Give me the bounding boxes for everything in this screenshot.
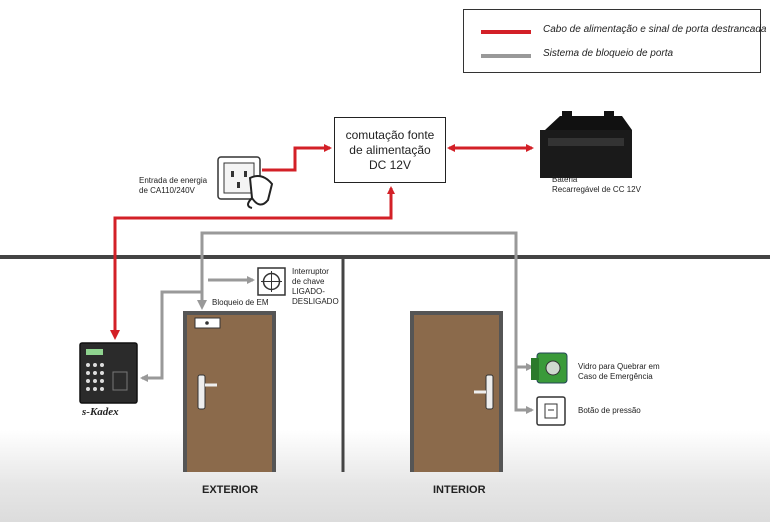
keypad-brand: s-Kadex [82,406,119,418]
floor [0,430,770,522]
legend-label-power: Cabo de alimentação e sinal de porta des… [543,24,767,35]
legend-label-lock: Sistema de bloqueio de porta [543,48,674,59]
wire-to-keypad [140,290,202,382]
break-glass-icon [531,352,568,384]
wire-outlet-to-psu [262,144,332,172]
interior-door [410,311,503,472]
keypad-icon [79,342,138,404]
key-switch-icon [257,267,286,296]
wire-lock-loop [200,231,534,371]
power-input-label: Entrada de energia de CA110/240V [139,176,208,195]
exterior-label: EXTERIOR [202,484,259,496]
wire-to-push-button [514,367,534,414]
psu-line1: comutação fonte [345,127,435,142]
push-button-label: Botão de pressão [578,406,641,415]
em-lock-label: Bloqueio de EM [212,298,269,307]
push-button-icon [536,396,566,426]
psu-line3: DC 12V [368,157,411,172]
key-switch-label: Interruptor de chave LIGADO- DESLIGADO [292,267,339,306]
interior-label: INTERIOR [433,484,486,496]
battery-icon [540,111,632,178]
power-supply-box: comutação fonte de alimentação DC 12V [334,117,446,183]
break-glass-label: Vidro para Quebrar em Caso de Emergência [578,362,660,381]
legend: Cabo de alimentação e sinal de porta des… [463,9,766,73]
exterior-door [183,311,276,472]
power-outlet-icon [217,156,274,209]
wire-keypad-to-psu [113,186,395,337]
battery-label: Bateria Recarregável de CC 12V [552,175,641,194]
psu-line2: de alimentação [349,142,431,157]
legend-line-lock [481,54,531,58]
legend-line-power [481,30,531,34]
